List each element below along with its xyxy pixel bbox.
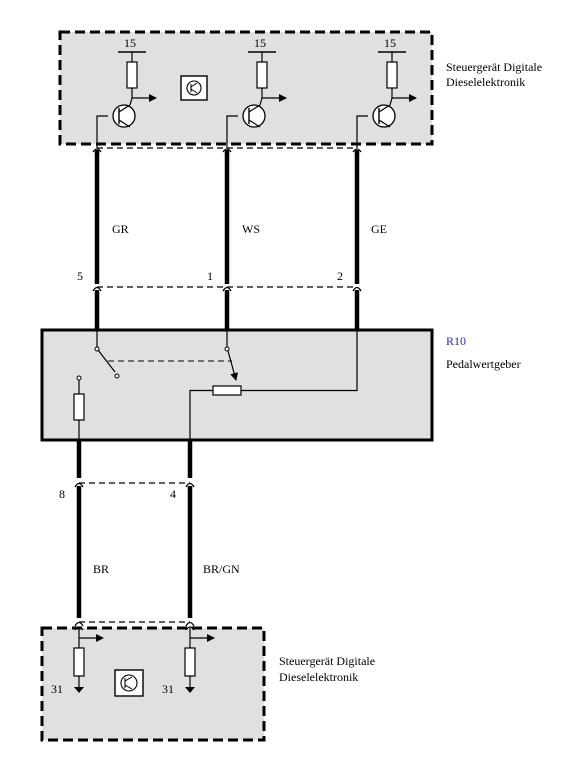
pin-label-8: 8 (59, 487, 65, 501)
top-terminal-label-2: 15 (254, 36, 266, 50)
sensor-id: R10 (446, 334, 466, 348)
pin-label-4: 4 (170, 487, 176, 501)
sensor-name: Pedalwertgeber (446, 357, 521, 371)
top-transistor-stage-1: 15 (96, 36, 157, 148)
top-resistor-2 (256, 61, 268, 89)
bottom-stage-2: 31 (162, 628, 215, 696)
top-unit-name-line-2: Dieselelektronik (446, 75, 525, 89)
bottom-resistor-2 (184, 647, 196, 677)
sensor-housing (40, 328, 434, 442)
potentiometer (212, 385, 242, 396)
sensor-pedalwertgeber (40, 328, 434, 442)
bottom-terminal-label-1: 31 (51, 682, 63, 696)
top-control-unit: 15 15 (58, 30, 434, 149)
bottom-unit-name-line-2: Dieselelektronik (279, 670, 358, 684)
pin-label-1: 1 (207, 269, 213, 283)
top-resistor-1 (126, 61, 138, 89)
top-resistor-3 (386, 61, 398, 89)
bottom-resistor-1 (73, 647, 85, 677)
bottom-unit-name-line-1: Steuergerät Digitale (279, 654, 375, 668)
upper-wire-harness (92, 148, 362, 330)
ground-icon (74, 687, 84, 693)
sensor-resistor (73, 393, 85, 421)
ic-icon (180, 75, 208, 101)
top-unit-housing (58, 30, 434, 146)
bottom-unit-housing (40, 626, 266, 742)
switch-contact (97, 349, 116, 373)
ic-icon (114, 669, 144, 697)
bottom-terminal-label-2: 31 (162, 682, 174, 696)
wire-color-ge: GE (371, 222, 387, 236)
wire-color-br: BR (93, 562, 109, 576)
wire-color-ws: WS (242, 222, 260, 236)
top-transistor-stage-3: 15 (356, 36, 417, 148)
top-unit-name-line-1: Steuergerät Digitale (446, 60, 542, 74)
top-terminal-label-1: 15 (124, 36, 136, 50)
top-transistor-stage-2: 15 (226, 36, 287, 148)
wire-color-br-gn: BR/GN (203, 562, 240, 576)
pin-label-5: 5 (77, 269, 83, 283)
lower-wire-harness (74, 440, 195, 627)
bottom-stage-1: 31 (51, 628, 104, 696)
wire-color-gr: GR (112, 222, 129, 236)
top-terminal-label-3: 15 (384, 36, 396, 50)
ground-icon (185, 687, 195, 693)
pin-label-2: 2 (337, 269, 343, 283)
bottom-control-unit: 31 31 (40, 626, 266, 742)
